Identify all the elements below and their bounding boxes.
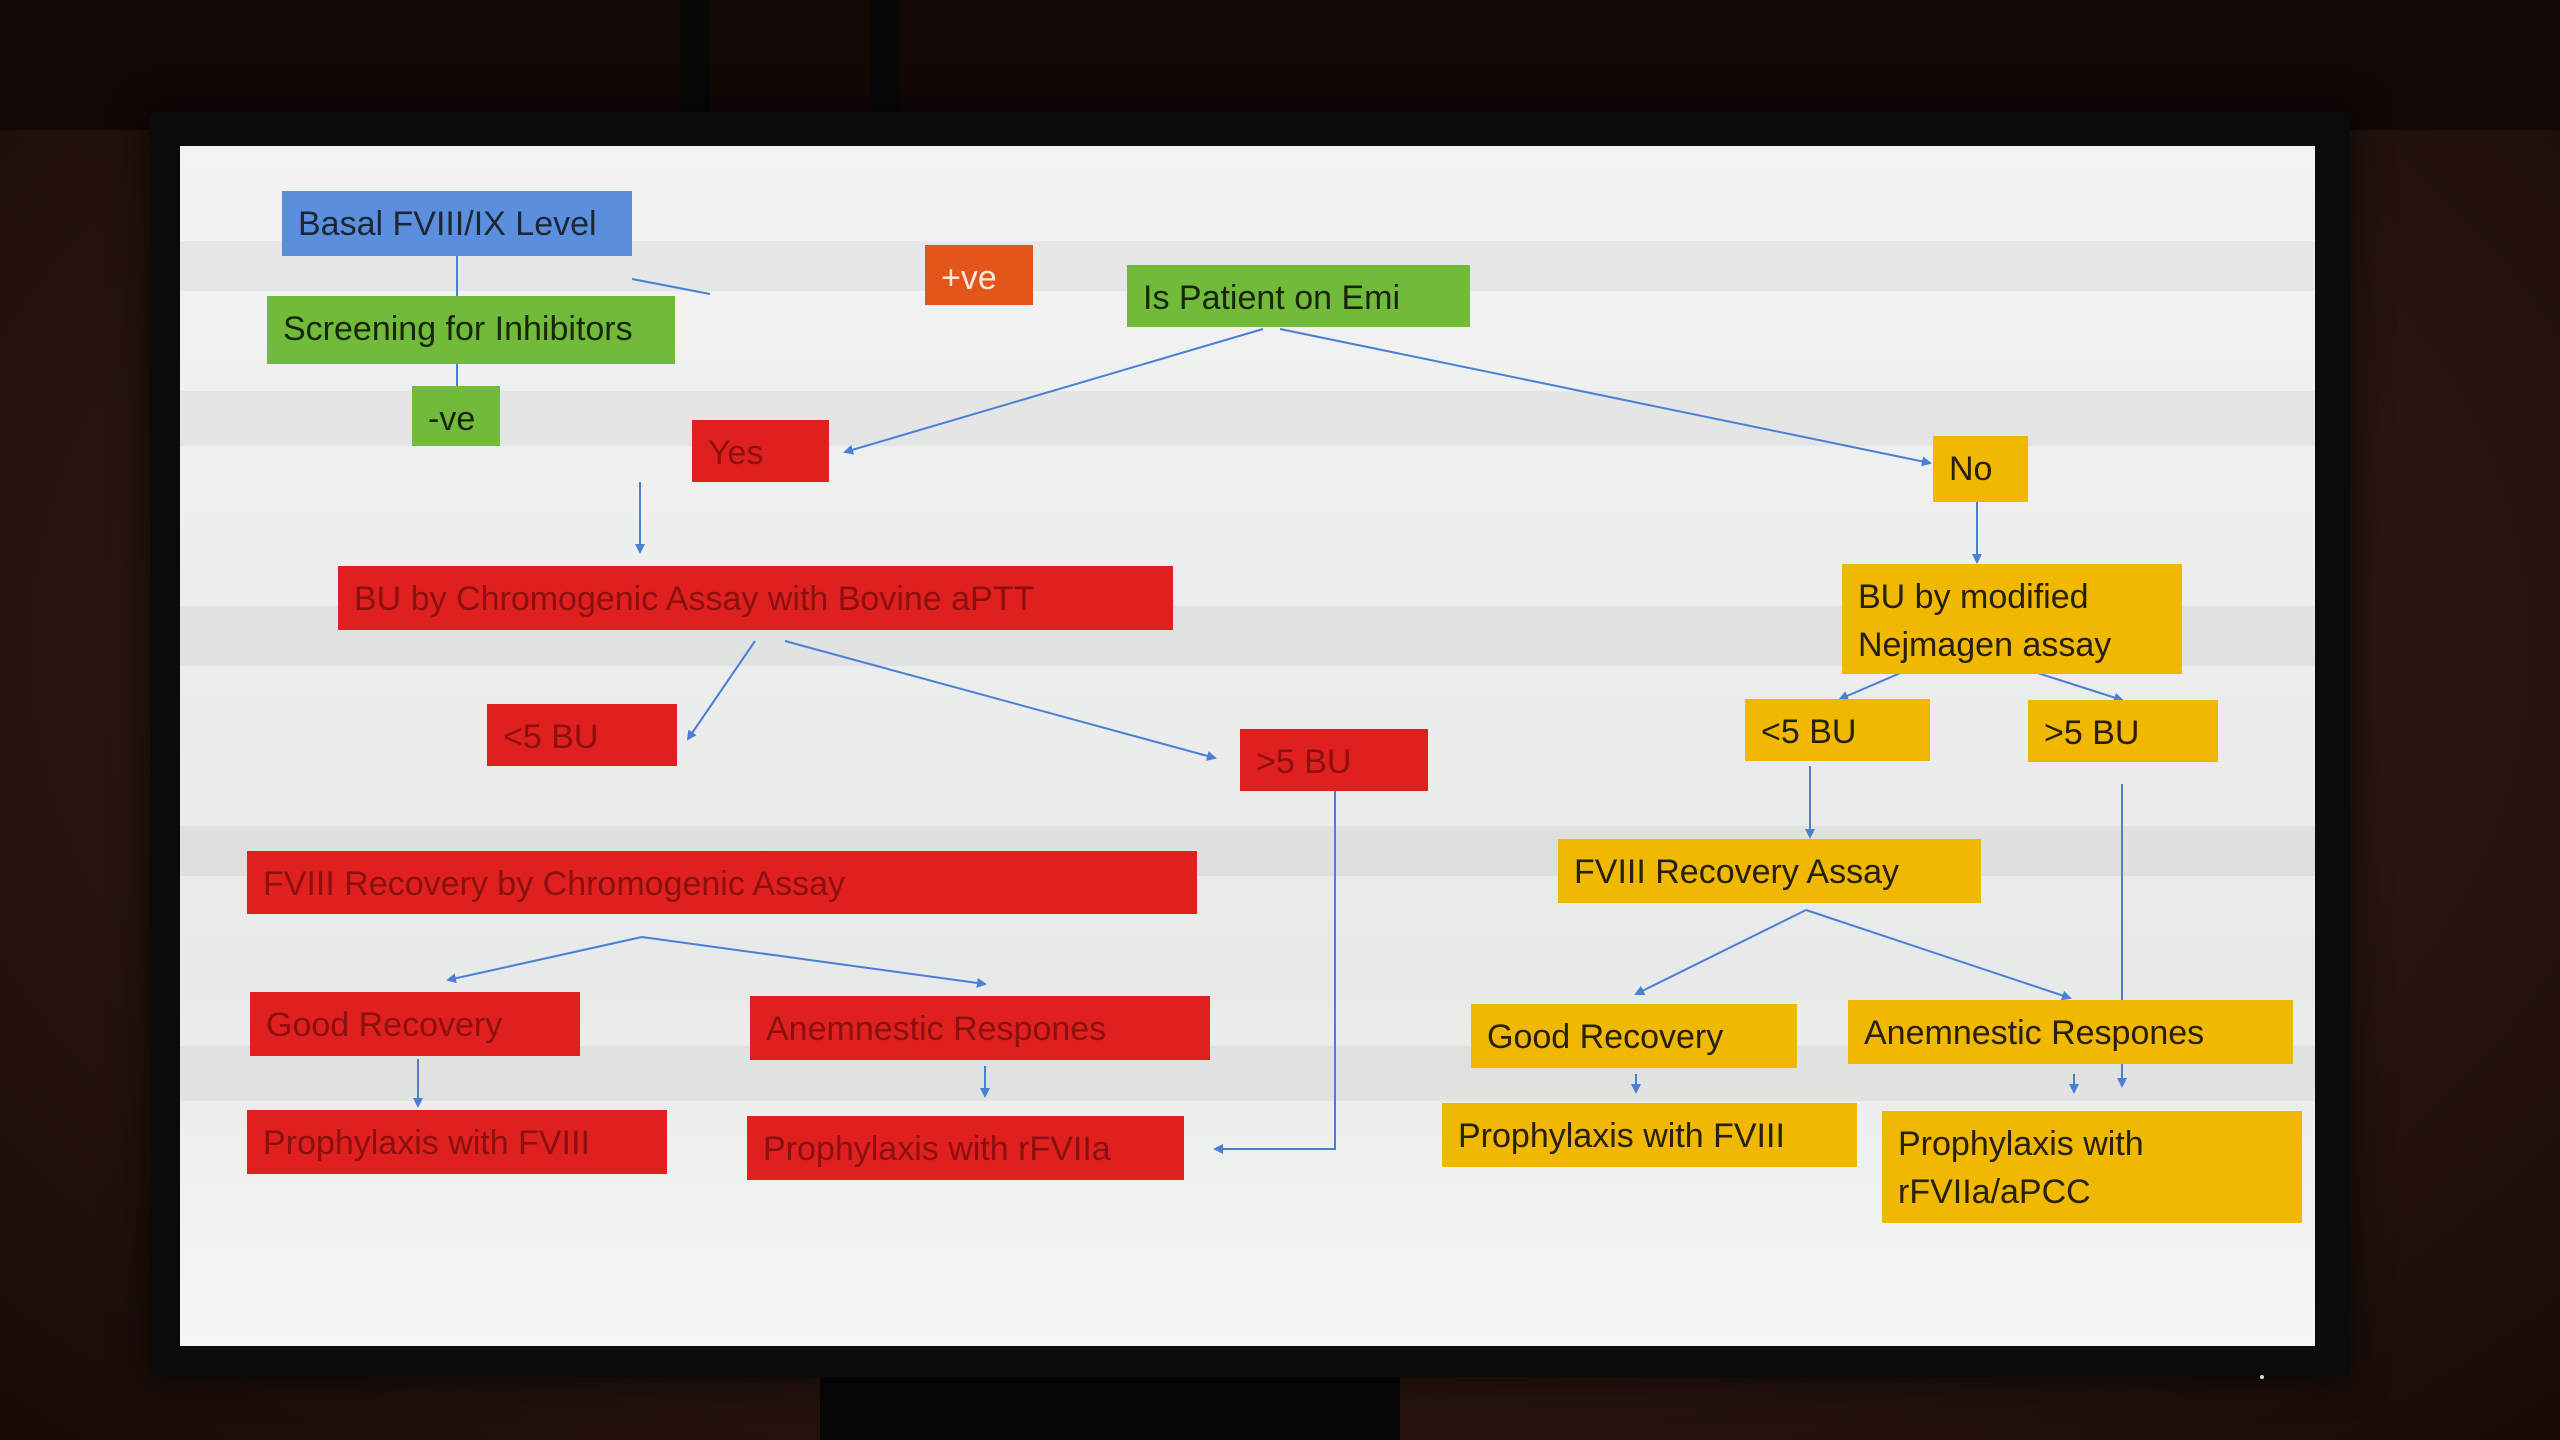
left-lt5-bu-box: <5 BU [487, 704, 677, 766]
connector-gt5-rfviia [1213, 791, 1336, 1154]
left-gt5-bu-box: >5 BU [1240, 729, 1428, 791]
positive-result-box: +ve [925, 245, 1033, 305]
connector-rec-rgood [1634, 909, 1807, 995]
left-prophylaxis-fviii-box: Prophylaxis with FVIII [247, 1110, 667, 1174]
left-prophylaxis-rfviia-box: Prophylaxis with rFVIIa [747, 1116, 1184, 1180]
connector-rec-ranam [1805, 909, 2072, 1001]
yes-box: Yes [692, 420, 829, 482]
right-prophylaxis-fviii-box: Prophylaxis with FVIII [1442, 1103, 1857, 1167]
right-anamnestic-box: Anemnestic Respones [1848, 1000, 2293, 1064]
monitor-stand-right [870, 0, 900, 120]
wall-background [0, 0, 2560, 130]
connector-bu-lt5 [686, 640, 756, 741]
power-indicator-light [2260, 1375, 2264, 1379]
connector-bu-gt5 [784, 640, 1217, 761]
presentation-slide: Basal FVIII/IX Level Screening for Inhib… [180, 146, 2315, 1346]
connector-pos-emi [631, 278, 711, 295]
connector-rec-good [446, 936, 643, 984]
monitor-stand-left [680, 0, 710, 120]
left-good-recovery-box: Good Recovery [250, 992, 580, 1056]
right-recovery-assay-box: FVIII Recovery Assay [1558, 839, 1981, 903]
basal-level-box: Basal FVIII/IX Level [282, 191, 632, 256]
chromogenic-recovery-box: FVIII Recovery by Chromogenic Assay [247, 851, 1197, 914]
chromogenic-bu-assay-box: BU by Chromogenic Assay with Bovine aPTT [338, 566, 1173, 630]
connector-emi-no [1279, 328, 1932, 467]
nijmegen-bu-assay-box: BU by modified Nejmagen assay [1842, 564, 2182, 674]
right-gt5-bu-box: >5 BU [2028, 700, 2218, 762]
left-anamnestic-box: Anemnestic Respones [750, 996, 1210, 1060]
connector-emi-yes [843, 328, 1264, 455]
right-lt5-bu-box: <5 BU [1745, 699, 1930, 761]
connector-rec-anam [641, 936, 987, 988]
no-box: No [1933, 436, 2028, 502]
right-good-recovery-box: Good Recovery [1471, 1004, 1797, 1068]
monitor-base [820, 1370, 1400, 1440]
emi-question-box: Is Patient on Emi [1127, 265, 1470, 327]
right-prophylaxis-rfviia-apcc-box: Prophylaxis with rFVIIa/aPCC [1882, 1111, 2302, 1223]
screening-box: Screening for Inhibitors [267, 296, 675, 364]
negative-result-box: -ve [412, 386, 500, 446]
